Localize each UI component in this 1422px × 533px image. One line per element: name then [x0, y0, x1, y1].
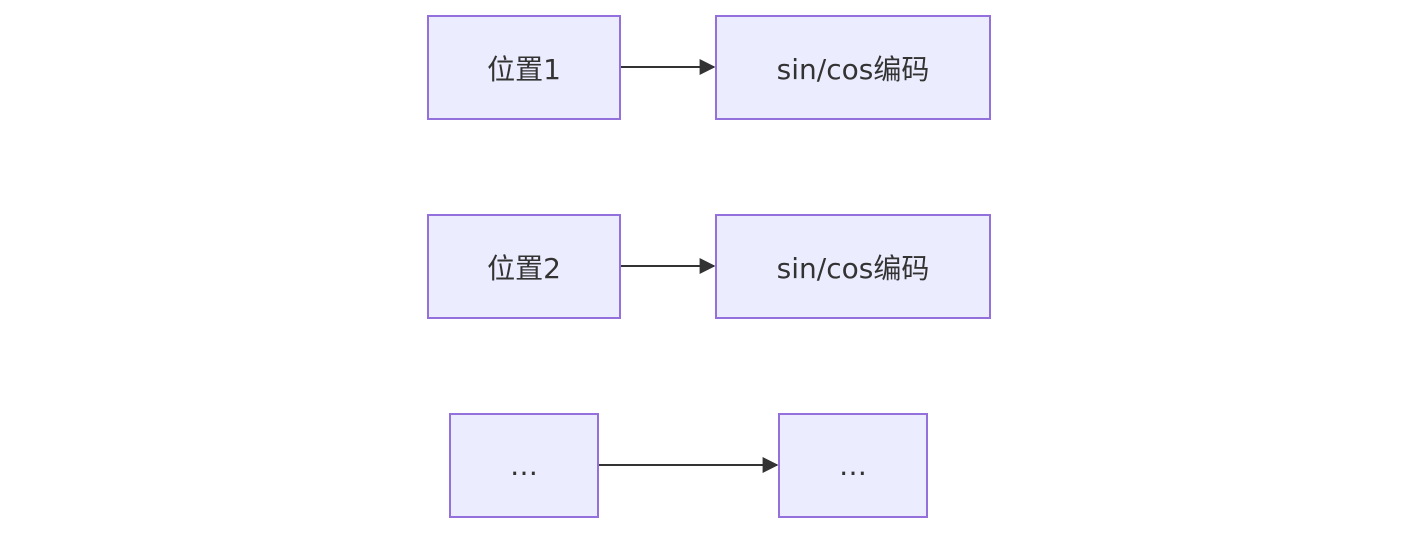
node-encoding-ellipsis: …	[778, 413, 928, 518]
node-position-ellipsis-label: …	[510, 449, 538, 482]
node-position-2: 位置2	[427, 214, 621, 319]
node-position-1: 位置1	[427, 15, 621, 120]
node-position-ellipsis: …	[449, 413, 599, 518]
node-encoding-ellipsis-label: …	[839, 449, 867, 482]
node-position-2-label: 位置2	[487, 251, 561, 285]
node-encoding-2-label: sin/cos编码	[776, 251, 930, 285]
node-position-1-label: 位置1	[487, 52, 561, 86]
node-encoding-2: sin/cos编码	[715, 214, 991, 319]
node-encoding-1-label: sin/cos编码	[776, 52, 930, 86]
node-encoding-1: sin/cos编码	[715, 15, 991, 120]
